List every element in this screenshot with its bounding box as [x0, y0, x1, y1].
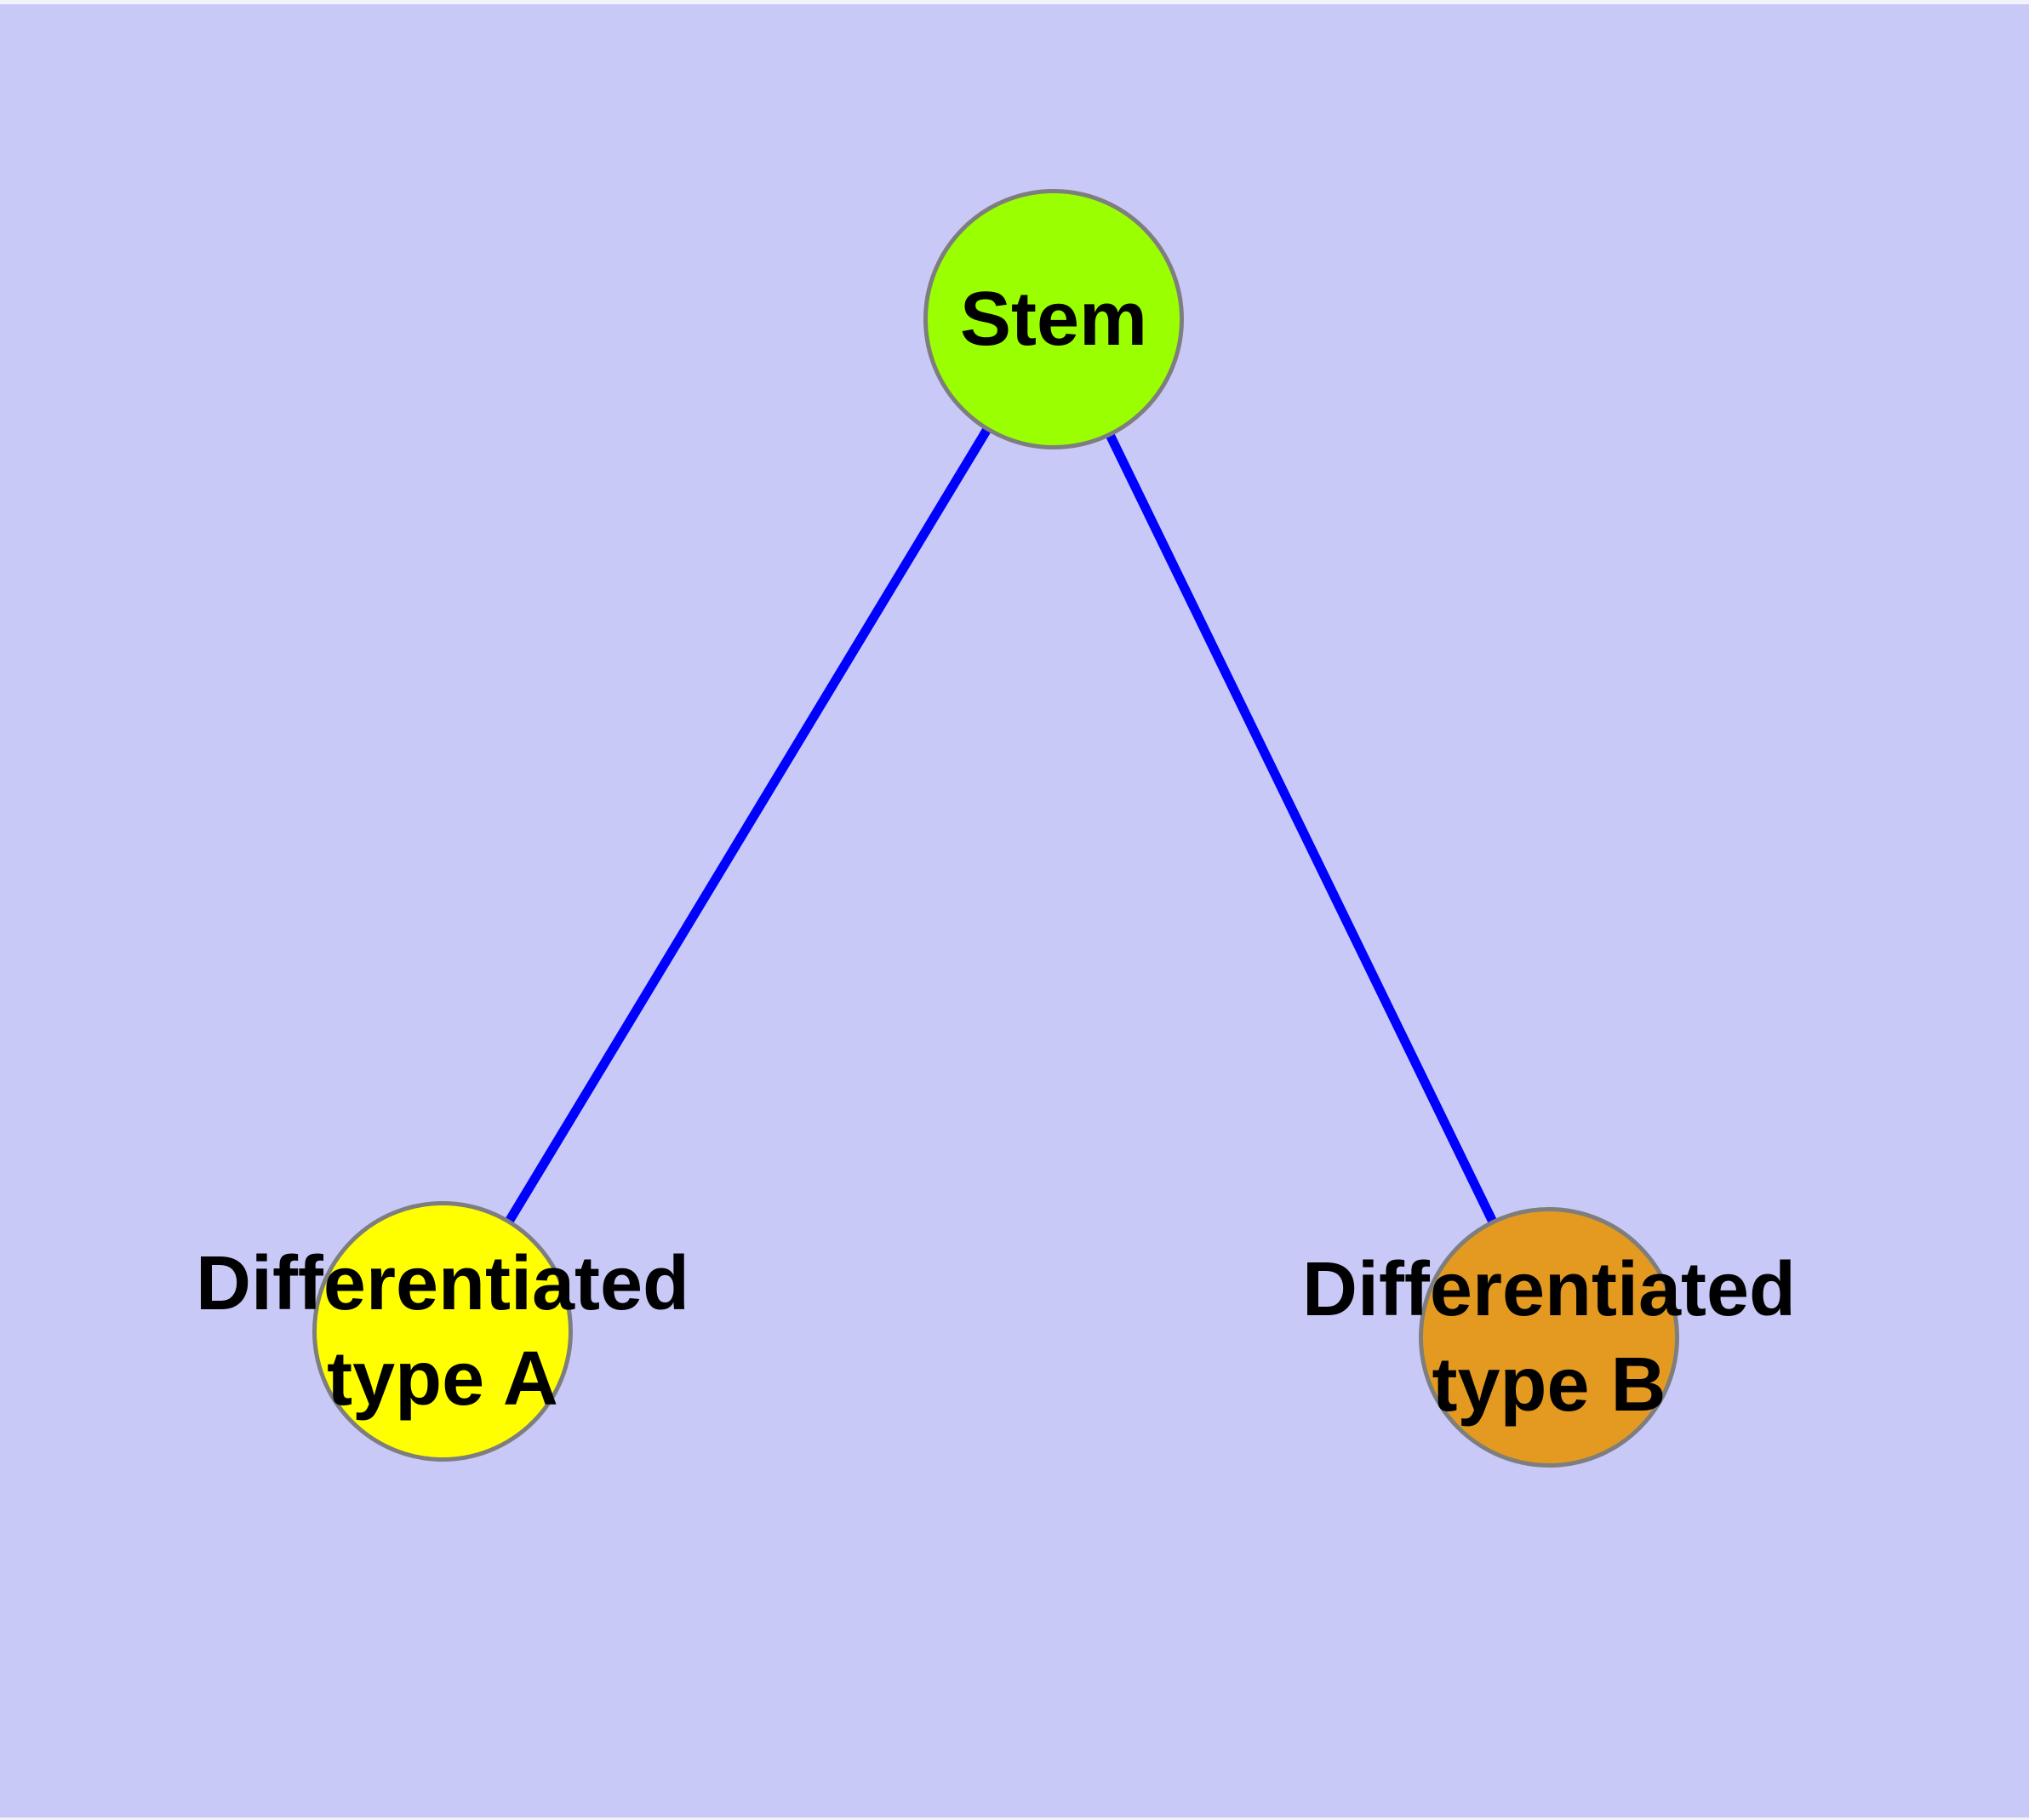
node-type-b-label-line2: type B — [1432, 1342, 1666, 1428]
edge-stem-to-type-b — [1049, 314, 1554, 1342]
node-type-a-label: Differentiated type A — [102, 1236, 783, 1427]
node-type-b-label: Differentiated type B — [1209, 1242, 1889, 1433]
node-differentiated-type-b — [1419, 1207, 1679, 1468]
node-stem — [923, 189, 1184, 449]
bottom-edge-strip — [0, 1817, 2029, 1820]
top-edge-strip — [0, 0, 2029, 4]
node-type-b-label-line1: Differentiated — [1301, 1247, 1797, 1332]
node-type-a-label-line2: type A — [327, 1336, 558, 1422]
edge-stem-to-type-a — [437, 314, 1059, 1336]
node-stem-label: Stem — [959, 277, 1148, 362]
node-differentiated-type-a — [312, 1201, 573, 1462]
node-type-a-label-line1: Differentiated — [195, 1241, 690, 1326]
